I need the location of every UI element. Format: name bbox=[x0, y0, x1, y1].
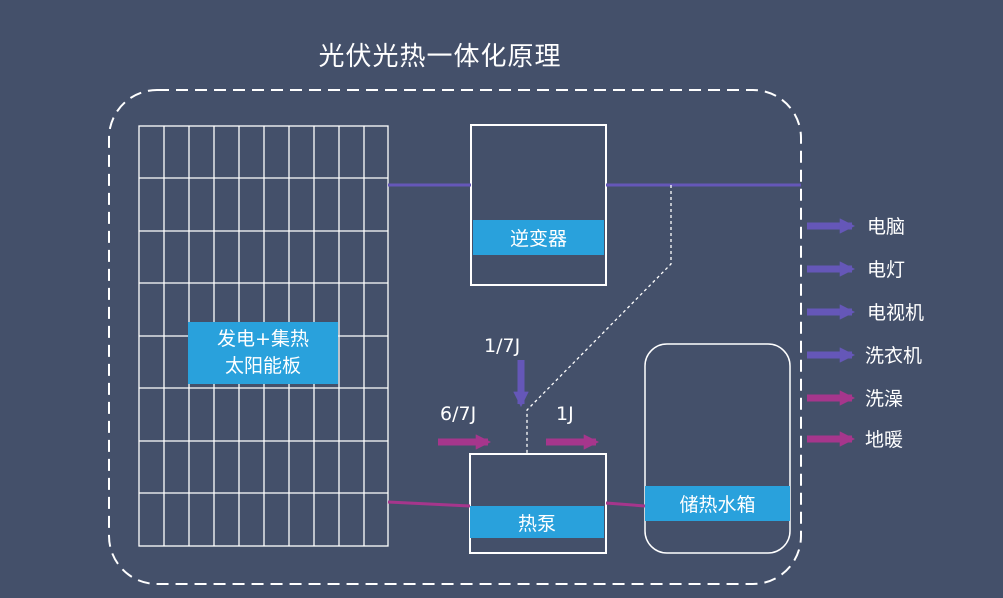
solar-panel-label: 发电+集热 太阳能板 bbox=[188, 322, 338, 384]
system-boundary bbox=[108, 89, 802, 585]
ratio-six-sevenths: 6/7J bbox=[440, 403, 477, 425]
load-lamp: 电灯 bbox=[867, 259, 906, 281]
storage-tank-label: 储热水箱 bbox=[645, 486, 790, 521]
storage-tank-outline bbox=[644, 343, 791, 554]
ratio-one-j: 1J bbox=[556, 403, 574, 425]
thermal-line-pump-tank bbox=[605, 501, 646, 508]
inverter-box bbox=[470, 124, 607, 286]
load-computer: 电脑 bbox=[867, 216, 906, 238]
load-shower: 洗澡 bbox=[865, 388, 904, 410]
heat-pump-label: 热泵 bbox=[470, 506, 604, 538]
load-washer: 洗衣机 bbox=[865, 345, 923, 367]
solar-panel-label-line1: 发电+集热 bbox=[217, 328, 309, 350]
load-tv: 电视机 bbox=[867, 302, 925, 324]
power-link-dotted bbox=[526, 185, 672, 454]
load-floor-heating: 地暖 bbox=[865, 429, 904, 451]
inverter-label: 逆变器 bbox=[473, 220, 604, 255]
diagram-title: 光伏光热一体化原理 bbox=[318, 42, 562, 72]
heat-pump-box bbox=[469, 453, 607, 554]
solar-panel-label-line2: 太阳能板 bbox=[224, 355, 301, 377]
thermal-line-panel-pump bbox=[387, 500, 471, 508]
ratio-one-seventh: 1/7J bbox=[484, 335, 521, 357]
